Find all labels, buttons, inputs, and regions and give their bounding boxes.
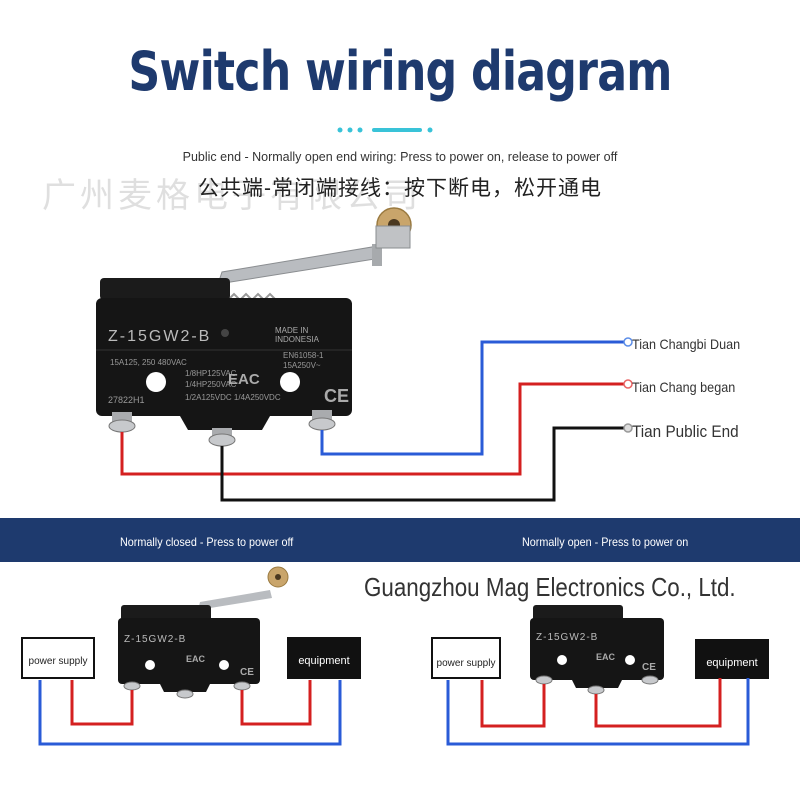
switch-code-text: 27822H1: [108, 395, 145, 405]
rating-line1: 15A125, 250 480VAC: [110, 358, 187, 367]
power-supply-label: power supply: [437, 658, 496, 669]
made-in-line1: MADE IN: [275, 326, 309, 335]
standard-line2: 15A250V~: [283, 361, 321, 370]
terminal-common: [208, 428, 236, 447]
wire-black: [220, 426, 628, 502]
equipment-box: [287, 637, 361, 679]
subtitle-english: Public end - Normally open end wiring: P…: [182, 150, 618, 164]
rating-line3: 1/4HP250VAC: [185, 380, 237, 389]
terminal-normally-open: [308, 410, 336, 431]
wire-blue: [320, 340, 628, 456]
equipment-box: [695, 639, 769, 679]
switch-model-text: Z-15GW2-B: [108, 328, 211, 345]
subtitle-chinese: 公共端-常闭端接线：按下断电，松开通电: [198, 177, 602, 200]
terminal-normally-closed: [108, 412, 136, 433]
rating-line4: 1/2A125VDC 1/4A250VDC: [185, 393, 281, 402]
eac-mark-icon: EAC: [228, 371, 260, 388]
power-supply-box: [431, 637, 501, 679]
label-normally-open-end: Tian Chang began: [632, 379, 736, 395]
svg-text:CE: CE: [642, 662, 656, 673]
equipment-label: equipment: [706, 657, 757, 669]
title-divider-dots: [337, 127, 433, 133]
band-label-normally-closed: Normally closed - Press to power off: [120, 535, 294, 549]
mounting-hole-icon: [146, 372, 166, 392]
section-band: [0, 518, 800, 562]
diagram-normally-open: Z-15GW2-B EAC CE power supply equipment: [431, 605, 769, 746]
switch-model-text: Z-15GW2-B: [124, 634, 186, 645]
mounting-hole-icon: [280, 372, 300, 392]
svg-text:EAC: EAC: [596, 652, 616, 662]
standard-line1: EN61058-1: [283, 351, 324, 360]
svg-text:EAC: EAC: [186, 654, 206, 664]
ce-mark-icon: CE: [324, 386, 349, 406]
band-label-normally-open: Normally open - Press to power on: [522, 535, 689, 549]
watermark: 广州麦格电子有限公司: [42, 176, 422, 216]
page-title: Switch wiring diagram: [128, 40, 672, 103]
rating-line2: 1/8HP125VAC: [185, 369, 237, 378]
main-wires: [120, 337, 633, 502]
label-normally-closed-end: Tian Changbi Duan: [632, 336, 741, 352]
wire-red: [120, 382, 628, 476]
switch-model-text: Z-15GW2-B: [536, 632, 598, 643]
label-common-end: Tian Public End: [632, 422, 739, 441]
made-in-line2: INDONESIA: [275, 335, 320, 344]
power-supply-label: power supply: [29, 656, 88, 667]
main-switch: Z-15GW2-B MADE IN INDONESIA 15A125, 250 …: [96, 207, 412, 447]
company-name: Guangzhou Mag Electronics Co., Ltd.: [364, 572, 736, 602]
diagram-normally-closed: Z-15GW2-B EAC CE power supply equipment: [21, 566, 361, 746]
equipment-label: equipment: [298, 655, 349, 667]
svg-text:CE: CE: [240, 667, 254, 678]
power-supply-box: [21, 637, 95, 679]
